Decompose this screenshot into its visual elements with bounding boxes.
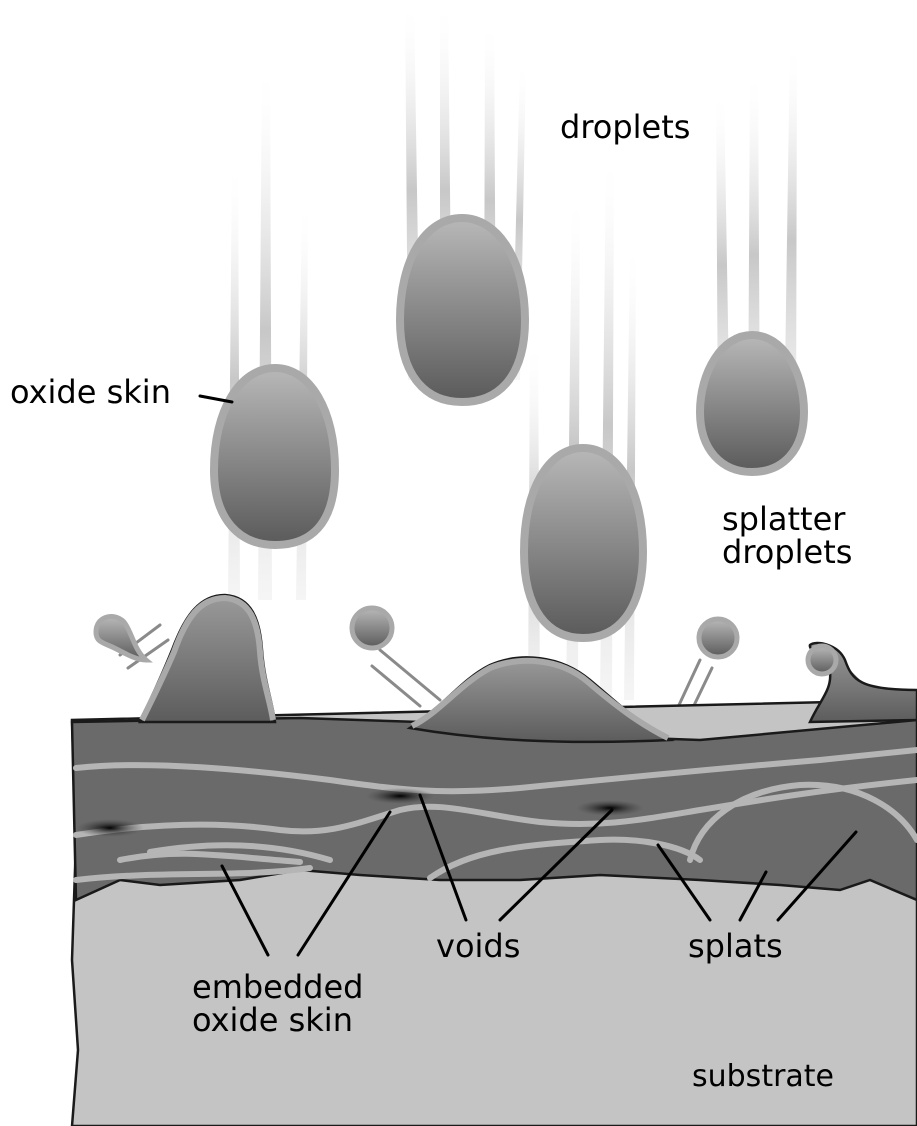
label-splats: splats <box>688 927 783 965</box>
void <box>76 819 144 837</box>
label-oxide-skin: oxide skin <box>10 373 171 411</box>
splatter-droplet <box>699 619 737 657</box>
droplet <box>400 218 525 402</box>
splatter-droplet <box>96 617 146 660</box>
splatter-droplet <box>808 646 836 674</box>
label-voids: voids <box>436 927 520 965</box>
label-embedded-oxide-skin-line2: oxide skin <box>192 1001 353 1039</box>
droplet <box>214 368 335 545</box>
droplet <box>524 448 643 638</box>
splat-surface-left <box>140 595 275 722</box>
droplet <box>700 335 804 472</box>
label-droplets: droplets <box>560 108 690 146</box>
label-substrate: substrate <box>692 1059 834 1094</box>
splatter-droplet <box>352 608 392 648</box>
label-splatter-droplets-line2: droplets <box>722 533 852 571</box>
